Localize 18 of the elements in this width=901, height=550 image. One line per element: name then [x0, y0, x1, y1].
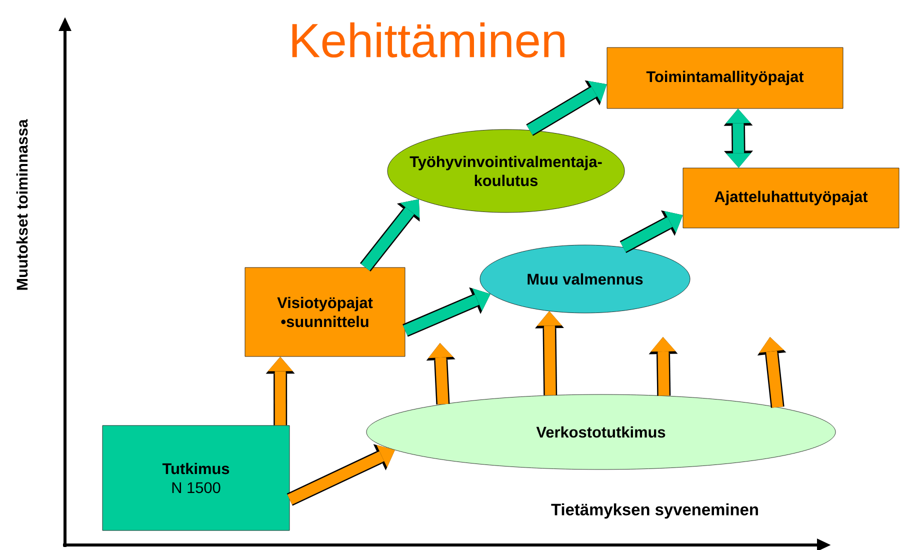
axis-label: Muutokset toiminnassa: [16, 119, 28, 290]
block-arrow: [526, 80, 607, 136]
block-arrow: [648, 337, 678, 396]
title: Kehittäminen: [292, 22, 564, 58]
process-box: Tutkimus N 1500: [102, 425, 290, 531]
block-arrow: [724, 108, 753, 168]
axis-label: Tietämyksen syveneminen: [551, 503, 758, 519]
block-arrow: [535, 311, 564, 396]
process-box: Visiotyöpajat •suunnittelu: [244, 267, 406, 357]
block-arrow: [266, 356, 295, 426]
process-box: Ajatteluhattutyöpajat: [682, 168, 900, 228]
block-arrow: [286, 444, 395, 506]
block-arrow: [757, 337, 786, 408]
block-arrow: [402, 287, 490, 337]
process-box: Toimintamallityöpajat: [606, 47, 844, 109]
block-arrow: [360, 199, 420, 272]
block-arrow: [426, 343, 456, 404]
block-arrow: [620, 210, 683, 254]
